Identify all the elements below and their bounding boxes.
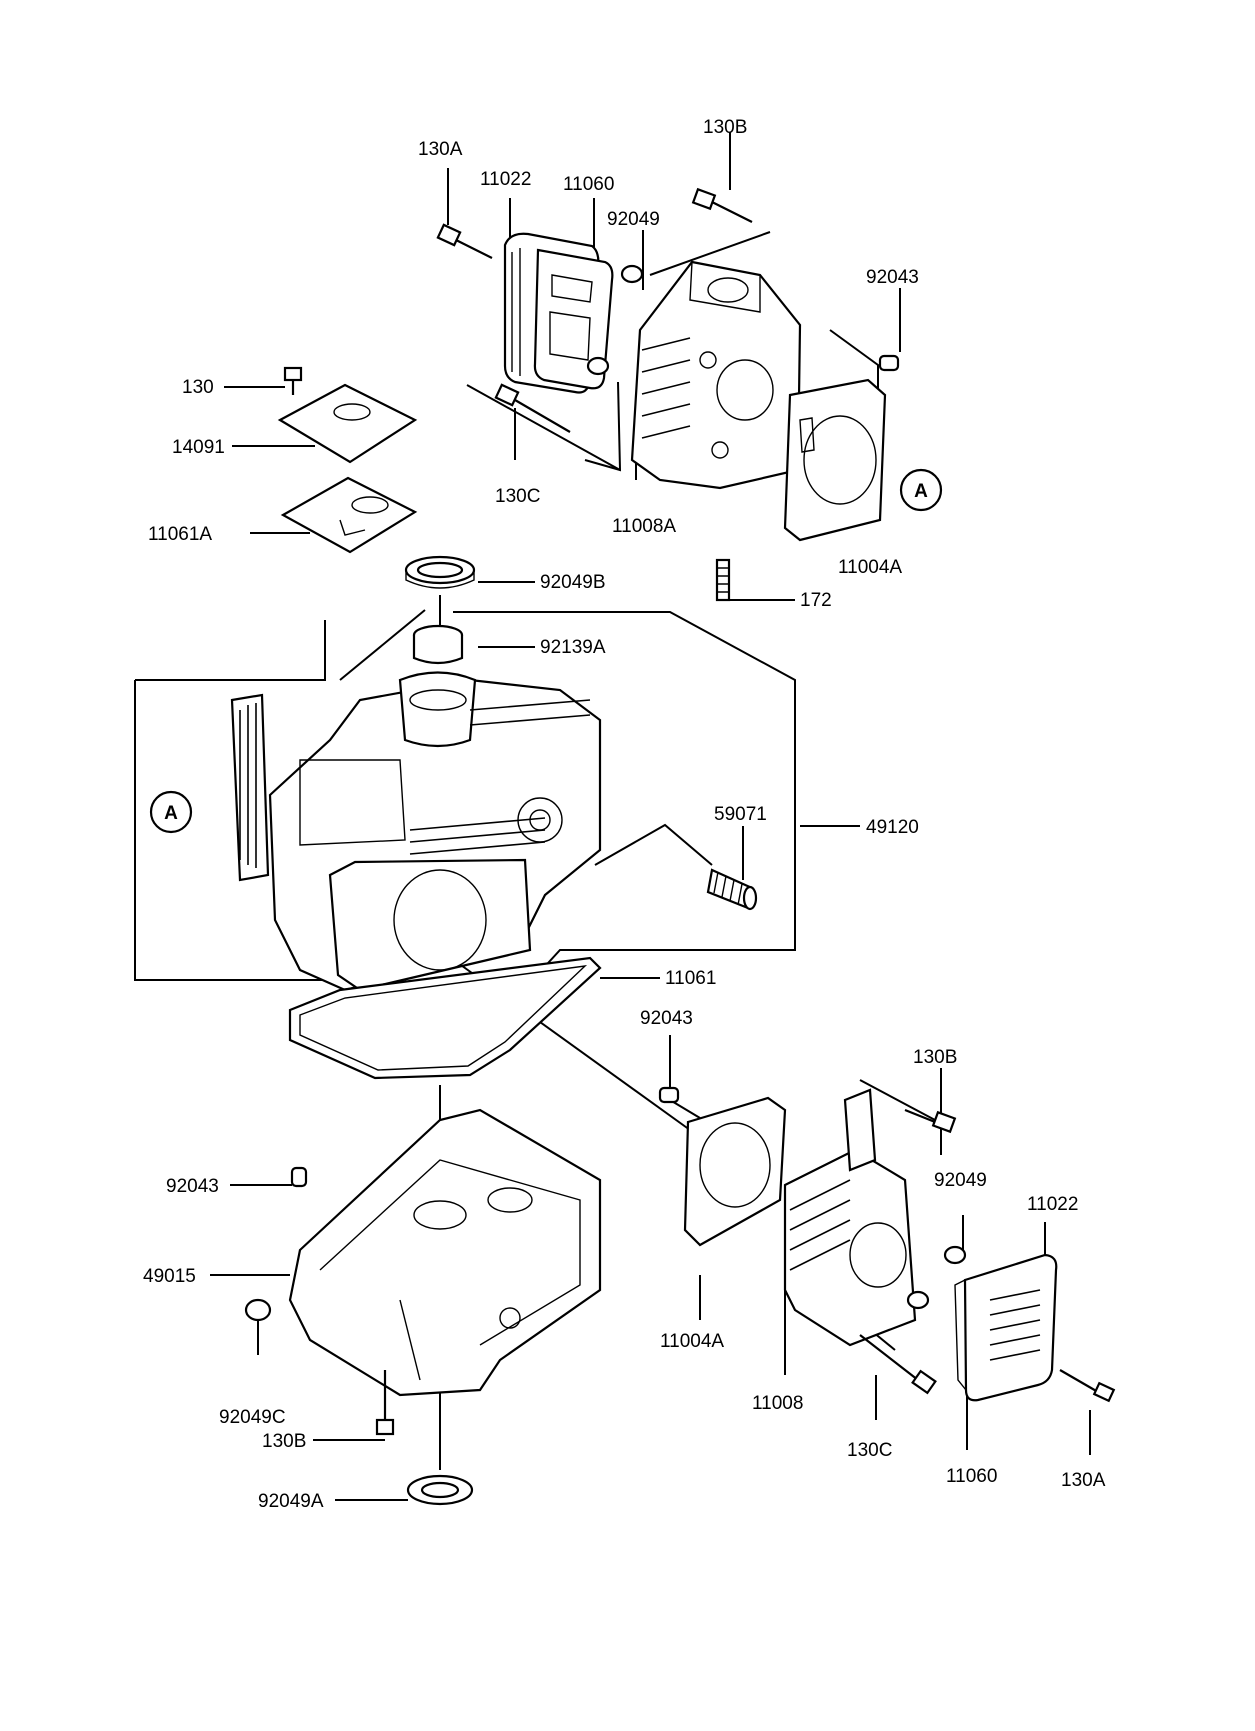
gasket-11060-top (533, 248, 614, 390)
gasket-11061a (280, 476, 418, 554)
crankcase-cover-49015 (288, 1108, 602, 1397)
label-11060-top: 11060 (563, 174, 614, 195)
label-92139a: 92139A (540, 637, 606, 658)
label-11004a-top: 11004A (838, 557, 902, 578)
label-130a-top: 130A (418, 139, 463, 160)
seal-92049c (244, 1298, 272, 1322)
label-130c-top: 130C (495, 486, 540, 507)
oil-seal-92049a (406, 1474, 474, 1506)
crankcase-49120 (230, 671, 602, 992)
bolt-130b-bottom (375, 1370, 395, 1436)
label-92049-top: 92049 (607, 209, 660, 230)
head-gasket-11004a-bottom (683, 1096, 787, 1247)
bolt-130b-top (691, 187, 753, 223)
cylinder-head-11008a (630, 260, 802, 490)
bolt-130a-bottom (1059, 1369, 1116, 1403)
label-130a-bottom: 130A (1061, 1470, 1106, 1491)
marker-a-right-label: A (914, 481, 928, 502)
label-11061a: 11061A (148, 524, 212, 545)
label-92043-left: 92043 (166, 1176, 219, 1197)
stud-172 (715, 558, 731, 602)
part-labels: 130A 11022 11060 92049 130B 92043 130 14… (143, 117, 1106, 1512)
marker-a-right: A (899, 468, 943, 512)
label-49120: 49120 (866, 817, 919, 838)
label-130c-bottom: 130C (847, 1440, 892, 1461)
collar-92049-mid (906, 1245, 967, 1310)
label-92049b: 92049B (540, 572, 606, 593)
label-92049a: 92049A (258, 1491, 324, 1512)
label-11022-bottom: 11022 (1027, 1194, 1078, 1215)
collar-92049-top (586, 264, 644, 376)
bolt-130a-top (436, 223, 493, 259)
bolt-130b-mid (904, 1108, 957, 1134)
label-11004a-bottom: 11004A (660, 1331, 724, 1352)
label-92043-top: 92043 (866, 267, 919, 288)
dowel-92043-top (878, 354, 900, 372)
label-130b-mid: 130B (913, 1047, 957, 1068)
label-11008a: 11008A (612, 516, 676, 537)
cover-plate-14091 (277, 383, 418, 464)
screw-130 (283, 366, 303, 395)
marker-a-left: A (149, 790, 193, 834)
gasket-11061 (288, 956, 602, 1080)
cylinder-head-11008 (783, 1088, 917, 1347)
dowel-92043-left (290, 1166, 308, 1188)
label-11022-top: 11022 (480, 169, 531, 190)
rocker-cover-11022-bottom (963, 1253, 1058, 1402)
label-59071: 59071 (714, 804, 767, 825)
bushing-92139a (412, 624, 464, 665)
oil-seal-92049b (404, 555, 476, 589)
label-130: 130 (182, 377, 214, 398)
label-11060-bottom: 11060 (946, 1466, 997, 1487)
label-49015: 49015 (143, 1266, 196, 1287)
label-92049c: 92049C (219, 1407, 286, 1428)
label-130b-bottom: 130B (262, 1431, 306, 1452)
head-gasket-11004a-top (783, 378, 887, 542)
label-172: 172 (800, 590, 832, 611)
leader-lines (134, 132, 1091, 1501)
label-92043-mid: 92043 (640, 1008, 693, 1029)
dowel-92043-mid (658, 1086, 680, 1104)
label-92049-mid: 92049 (934, 1170, 987, 1191)
oil-filter-59071 (706, 868, 758, 911)
label-130b-top: 130B (703, 117, 747, 138)
label-14091: 14091 (172, 437, 225, 458)
label-11061: 11061 (665, 968, 716, 989)
bolt-130c-top (494, 383, 571, 433)
bolt-130c-bottom (859, 1334, 937, 1395)
label-11008: 11008 (752, 1393, 803, 1414)
marker-a-left-label: A (164, 803, 178, 824)
gasket-11060-bottom (954, 1278, 967, 1393)
